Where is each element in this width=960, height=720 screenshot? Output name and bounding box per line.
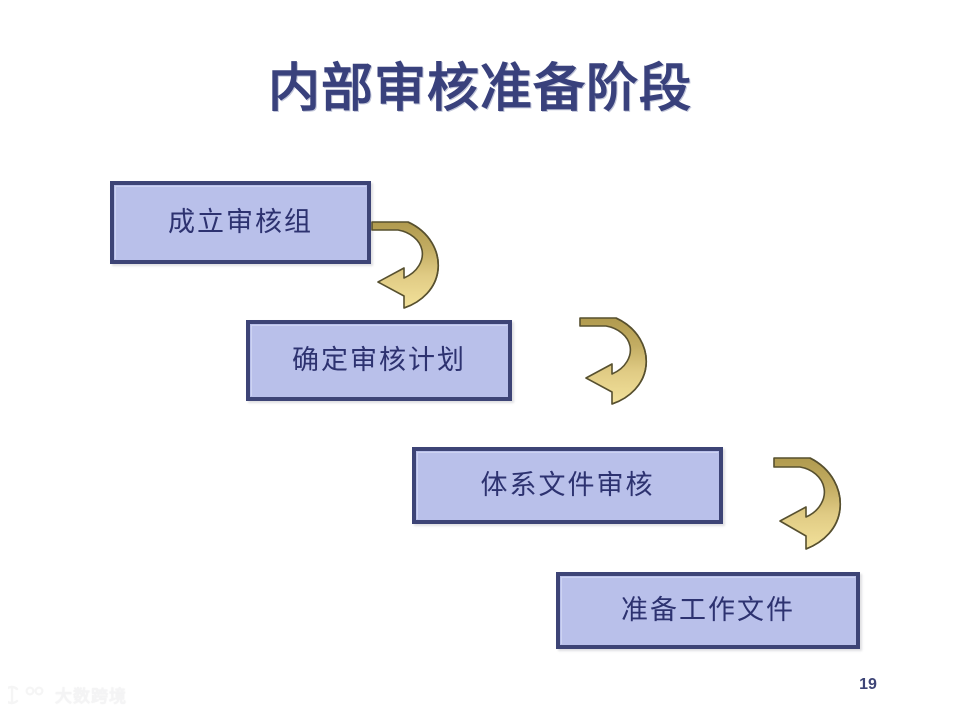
process-step-label: 成立审核组 bbox=[168, 206, 313, 238]
page-title: 内部审核准备阶段 bbox=[267, 59, 692, 119]
page-number: 19 bbox=[859, 676, 877, 693]
process-step-box-3[interactable]: 体系文件审核 bbox=[412, 447, 723, 524]
process-step-label: 准备工作文件 bbox=[621, 594, 795, 626]
process-step-box-4[interactable]: 准备工作文件 bbox=[556, 572, 860, 649]
curved-down-left-arrow-icon bbox=[366, 216, 446, 310]
process-step-label: 确定审核计划 bbox=[292, 344, 466, 376]
process-step-box-1[interactable]: 成立审核组 bbox=[110, 181, 371, 264]
process-step-box-2[interactable]: 确定审核计划 bbox=[246, 320, 512, 401]
logo-mark-icon bbox=[8, 685, 44, 704]
watermark: 大数跨境 bbox=[8, 682, 127, 707]
process-step-label: 体系文件审核 bbox=[480, 469, 655, 501]
curved-down-left-arrow-icon bbox=[768, 452, 848, 551]
curved-down-left-arrow-icon bbox=[574, 312, 654, 406]
watermark-text: 大数跨境 bbox=[55, 687, 127, 707]
